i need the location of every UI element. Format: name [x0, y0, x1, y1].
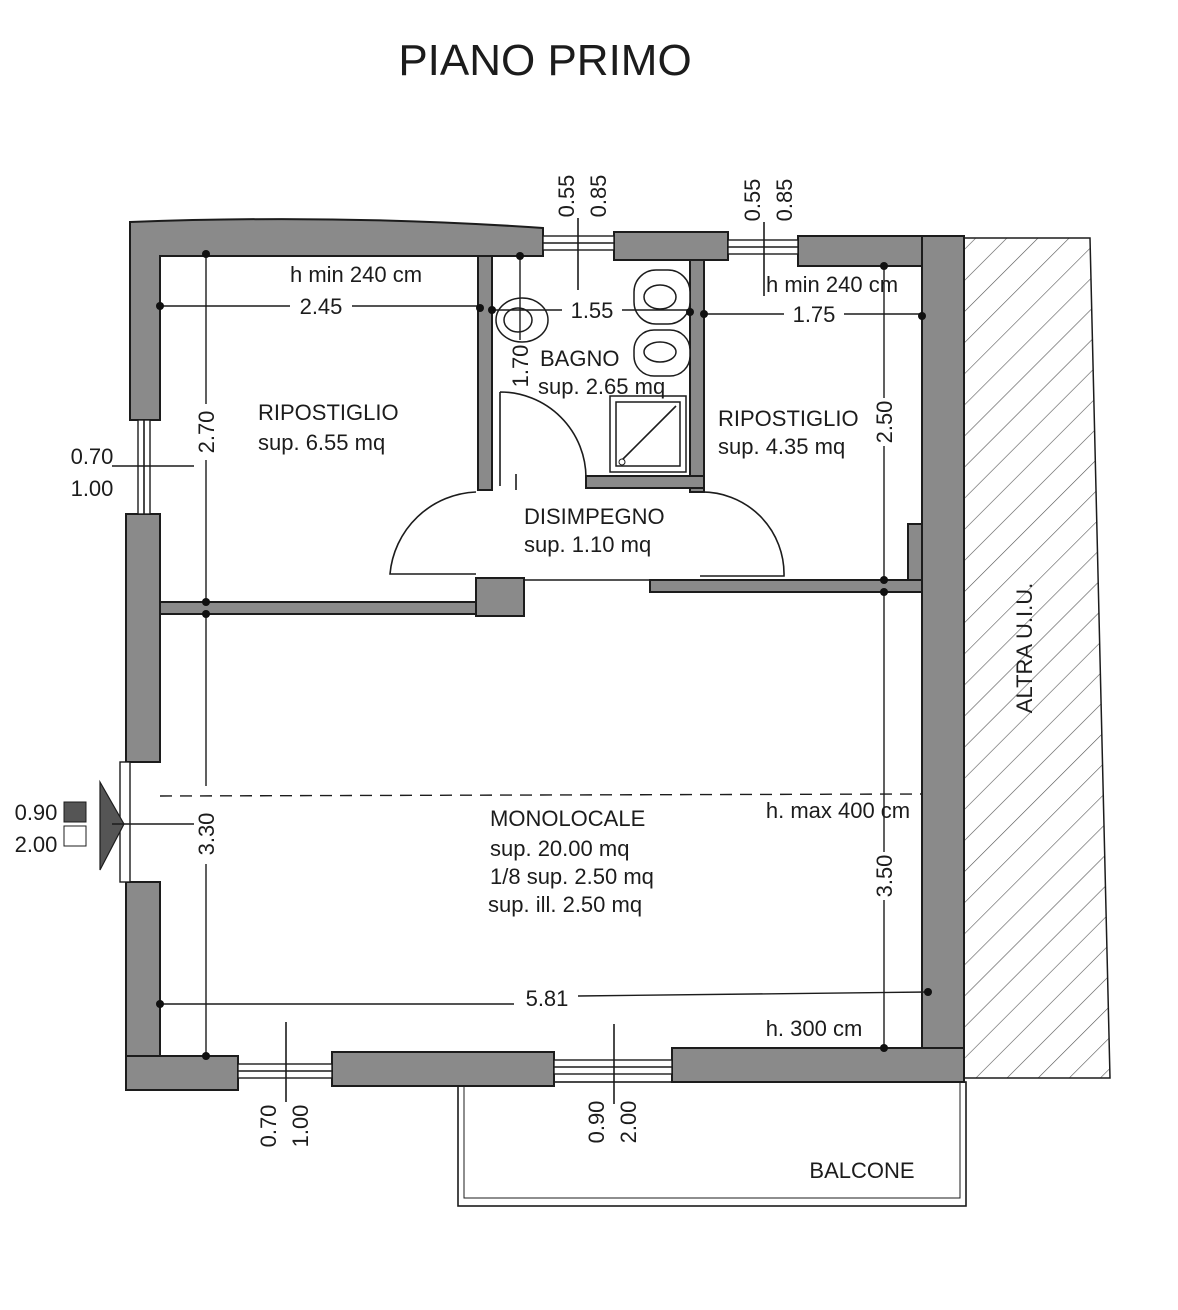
max-height-line — [159, 793, 923, 797]
dim-height-left: 2.70 — [194, 411, 219, 454]
dim-width-right: 1.75 — [793, 302, 836, 327]
door-legend-dark — [63, 801, 87, 823]
window-bottom-2-height: 2.00 — [616, 1101, 641, 1144]
plan-title: PIANO PRIMO — [398, 36, 691, 85]
wall-top-middle — [613, 231, 729, 261]
door-height: 2.00 — [15, 832, 58, 857]
dim-width-bagno: 1.55 — [571, 298, 614, 323]
window-top-1-height: 0.85 — [586, 175, 611, 218]
wall-disimpegno-stub — [475, 577, 525, 617]
bathroom-fixtures — [495, 269, 691, 473]
window-top-1-width: 0.55 — [554, 175, 579, 218]
dim-width-total: 5.81 — [526, 986, 569, 1011]
wall-right — [921, 235, 965, 1079]
room-bagno-name: BAGNO — [540, 346, 619, 371]
wall-bottom-right — [671, 1047, 965, 1083]
balcony-label: BALCONE — [809, 1158, 914, 1183]
dim-height-mono-left: 3.30 — [194, 813, 219, 856]
room-monolocale-area: sup. 20.00 mq — [490, 836, 629, 861]
dimension-lines — [112, 218, 932, 1104]
neighbour-unit-label: ALTRA U.I.U. — [1012, 583, 1037, 713]
wall-bottom-middle — [331, 1051, 555, 1087]
interior-walls — [159, 255, 923, 617]
room-bagno-area: sup. 2.65 mq — [538, 374, 665, 399]
door-swings — [389, 391, 785, 581]
room-monolocale-ratio: 1/8 sup. 2.50 mq — [490, 864, 654, 889]
window-bottom-1-height: 1.00 — [288, 1105, 313, 1148]
room-monolocale-name: MONOLOCALE — [490, 806, 645, 831]
door-swing-right-room — [699, 491, 785, 577]
dim-height-mono-right: 3.50 — [872, 855, 897, 898]
window-bottom-2-width: 0.90 — [584, 1101, 609, 1144]
room-monolocale-illum: sup. ill. 2.50 mq — [488, 892, 642, 917]
height-max: h. max 400 cm — [766, 798, 910, 823]
window-top-2-height: 0.85 — [772, 179, 797, 222]
window-left-height: 1.00 — [71, 476, 114, 501]
wall-bagno-right — [689, 259, 705, 493]
wall-bagno-left — [477, 255, 493, 491]
door-swing-bagno — [499, 391, 587, 486]
window-top-2-width: 0.55 — [740, 179, 765, 222]
wall-right-room-corner — [907, 523, 923, 581]
window-labels: 0.55 0.85 0.55 0.85 0.70 1.00 0.90 2.00 … — [15, 175, 797, 1148]
wall-right-room-bottom — [649, 579, 923, 593]
dim-height-bagno: 1.70 — [508, 345, 533, 388]
room-ripostiglio-right-area: sup. 4.35 mq — [718, 434, 845, 459]
exterior-walls — [125, 218, 965, 1091]
door-legend-light — [63, 825, 87, 847]
wall-bagno-bottom — [585, 475, 705, 489]
height-right: h min 240 cm — [766, 272, 898, 297]
neighbour-unit: ALTRA U.I.U. — [955, 237, 1111, 1079]
room-ripostiglio-right-name: RIPOSTIGLIO — [718, 406, 859, 431]
room-disimpegno-area: sup. 1.10 mq — [524, 532, 651, 557]
room-labels: RIPOSTIGLIO sup. 6.55 mq BAGNO sup. 2.65… — [258, 346, 859, 917]
dim-height-right: 2.50 — [872, 401, 897, 444]
entrance-arrow — [99, 779, 125, 871]
door-swing-left-room — [389, 491, 477, 575]
height-left: h min 240 cm — [290, 262, 422, 287]
window-bottom-1-width: 0.70 — [256, 1105, 281, 1148]
room-disimpegno-name: DISIMPEGNO — [524, 504, 665, 529]
room-ripostiglio-left-name: RIPOSTIGLIO — [258, 400, 399, 425]
wall-bottom-left — [125, 1055, 239, 1091]
height-notes: h min 240 cm h min 240 cm h. max 400 cm … — [290, 262, 910, 1041]
balcony: BALCONE — [457, 1081, 967, 1207]
wall-left-upper — [125, 513, 161, 763]
room-ripostiglio-left-area: sup. 6.55 mq — [258, 430, 385, 455]
dim-width-left: 2.45 — [300, 294, 343, 319]
dimension-labels: 2.45 1.55 1.75 2.70 1.70 2.50 3.30 3.50 … — [194, 294, 897, 1011]
height-bottom: h. 300 cm — [766, 1016, 863, 1041]
window-left-width: 0.70 — [71, 444, 114, 469]
openings — [63, 235, 799, 1079]
door-width: 0.90 — [15, 800, 58, 825]
